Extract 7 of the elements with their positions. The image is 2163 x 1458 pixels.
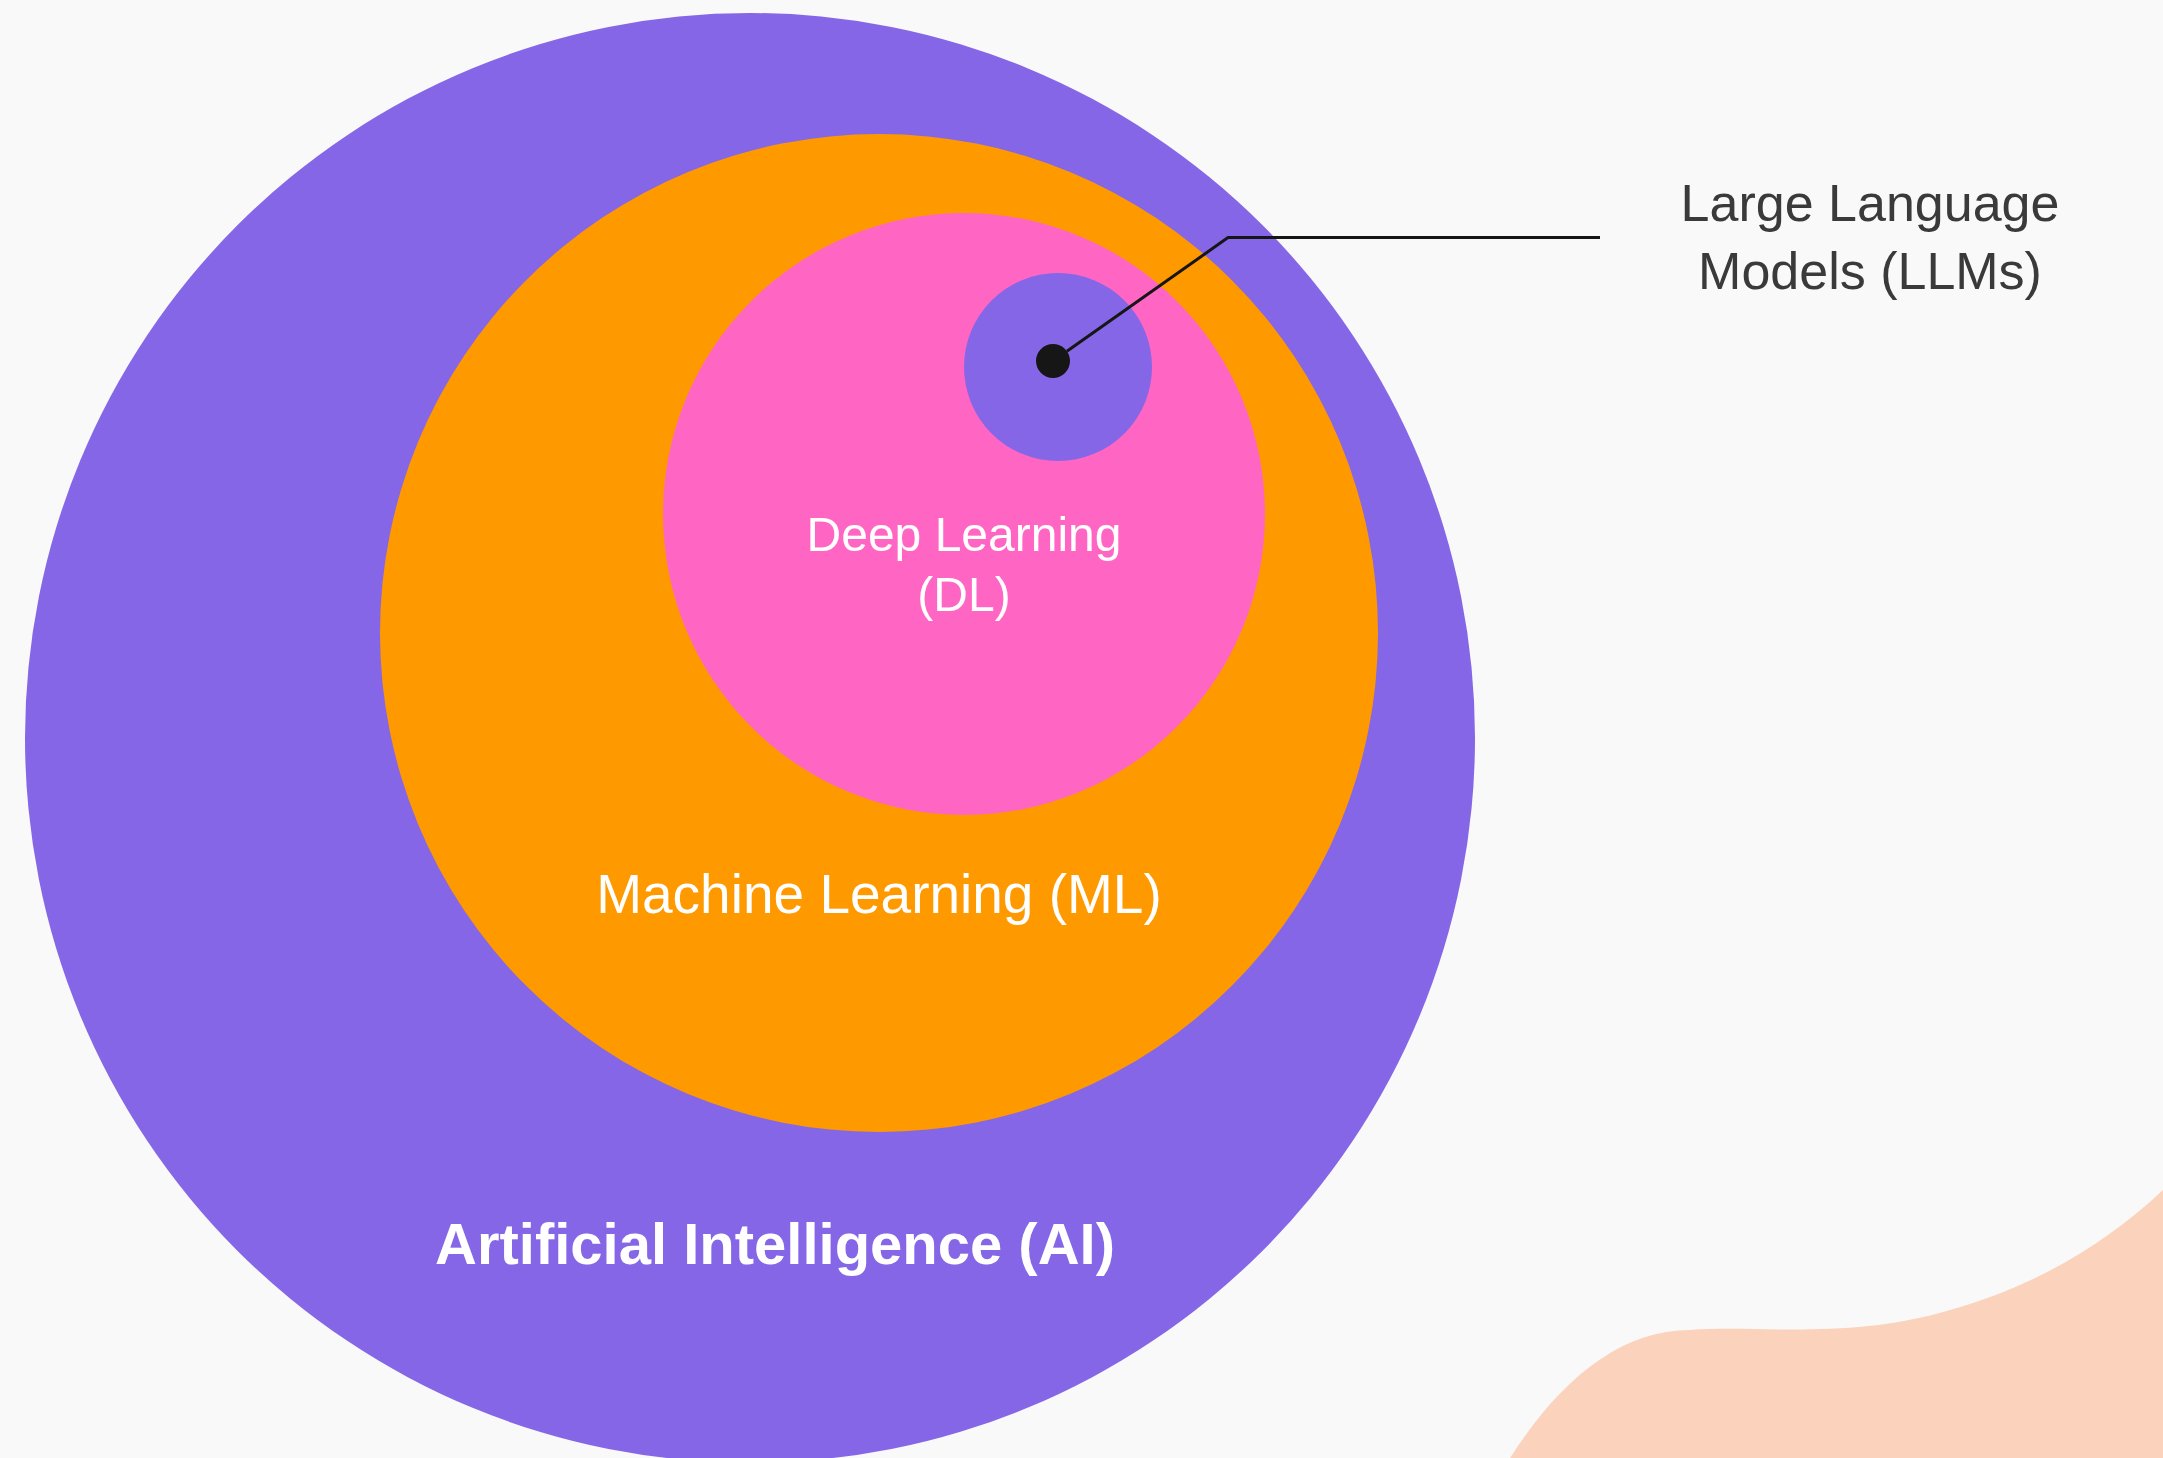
blob-shape [1510,1190,2163,1458]
region-label: Deep Learning (DL) [805,507,1123,623]
callout-label: Large Language Models (LLMs) [1600,170,2140,306]
dot-marker [1036,344,1070,378]
leader-line [1066,236,1600,353]
region-label: Machine Learning (ML) [595,862,1163,927]
region-label: Artificial Intelligence (AI) [434,1210,1116,1278]
